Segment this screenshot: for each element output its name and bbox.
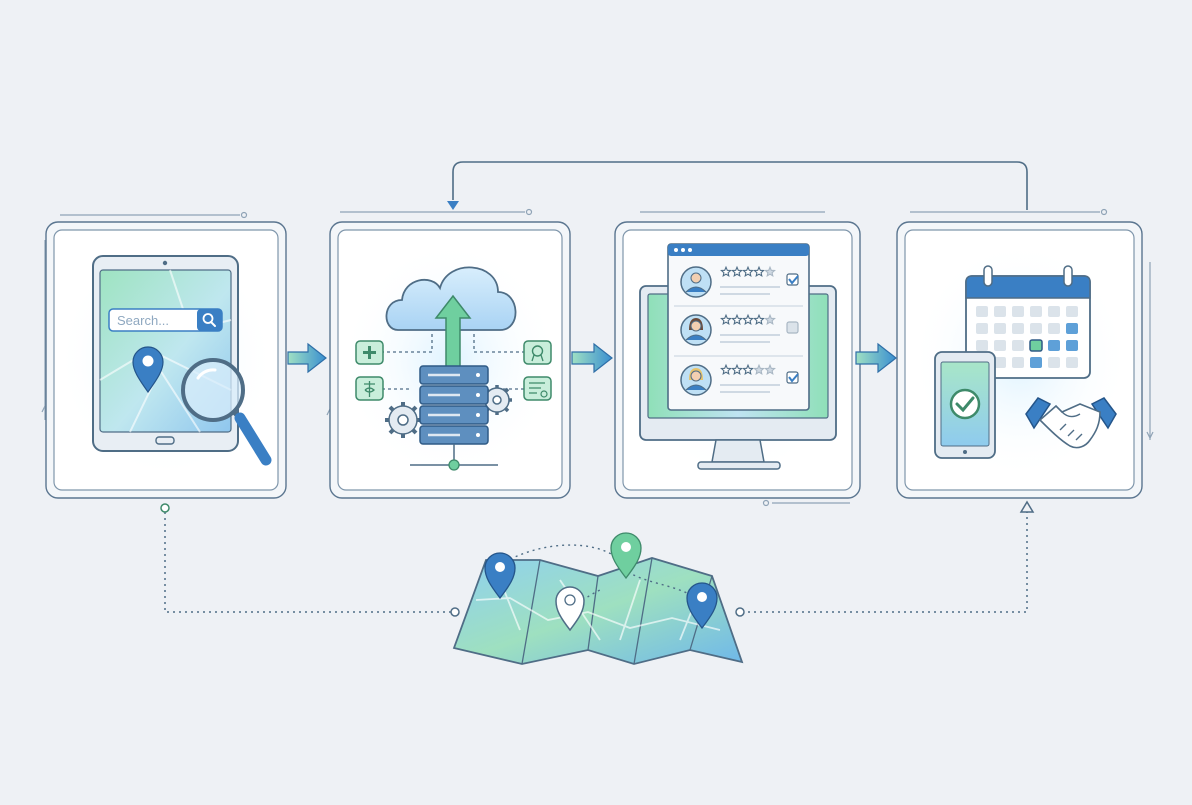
location-pin-icon: [132, 346, 164, 394]
tablet-search-icon: Search...: [92, 255, 272, 466]
calendar-day: [1048, 340, 1060, 351]
calendar-day: [1012, 323, 1024, 334]
star-filled-icon: [720, 265, 732, 278]
handshake-icon: [1025, 397, 1117, 449]
calendar-day: [1066, 306, 1078, 317]
folded-map-icon: [452, 532, 744, 665]
star-filled-icon: [731, 313, 743, 326]
arrow-right-icon: [855, 342, 897, 374]
search-bar[interactable]: Search...: [108, 308, 223, 332]
star-filled-icon: [742, 313, 754, 326]
star-empty-icon: [764, 313, 776, 326]
review-checkbox[interactable]: [786, 273, 799, 286]
calendar-day: [1048, 357, 1060, 368]
star-filled-icon: [742, 363, 754, 376]
calendar-day: [1030, 306, 1042, 317]
calendar-day: [1066, 357, 1078, 368]
badge-icon: [523, 340, 552, 365]
location-pin-icon: [555, 586, 585, 632]
arrow-right-icon: [571, 342, 613, 374]
calendar-day: [976, 340, 988, 351]
calendar-day: [994, 357, 1006, 368]
certificate-icon: [523, 376, 552, 401]
star-filled-icon: [753, 313, 765, 326]
calendar-handshake-icon: [934, 265, 1117, 459]
location-pin-icon: [610, 532, 642, 580]
arrow-right-icon: [287, 342, 327, 374]
calendar-day: [976, 323, 988, 334]
connector-dot: [735, 607, 745, 617]
star-filled-icon: [731, 265, 743, 278]
upload-arrow-icon: [434, 294, 472, 369]
location-pin-icon: [686, 582, 718, 630]
check-icon: [788, 373, 799, 383]
calendar-day: [994, 323, 1006, 334]
calendar-day: [1048, 323, 1060, 334]
gear-icon: [385, 402, 421, 438]
star-filled-icon: [753, 265, 765, 278]
calendar-day: [1012, 357, 1024, 368]
calendar-day: [1066, 323, 1078, 334]
rating-stars: [720, 313, 776, 326]
check-icon: [788, 275, 799, 285]
review-checkbox[interactable]: [786, 371, 799, 384]
calendar-day: [1048, 306, 1060, 317]
star-empty-icon: [764, 363, 776, 376]
calendar-icon: [965, 265, 1091, 379]
calendar-day: [1029, 339, 1043, 352]
calendar-day: [1066, 340, 1078, 351]
review-checkbox[interactable]: [786, 321, 799, 334]
star-filled-icon: [731, 363, 743, 376]
star-empty-icon: [753, 363, 765, 376]
search-icon[interactable]: [202, 313, 214, 324]
review-item: [680, 313, 799, 346]
monitor-review-icon: [639, 243, 837, 470]
medical-cross-icon: [355, 340, 384, 365]
server-icon: [410, 365, 498, 471]
calendar-day: [1012, 306, 1024, 317]
review-item: [680, 363, 799, 396]
calendar-day: [1030, 323, 1042, 334]
rating-stars: [720, 265, 776, 278]
calendar-day: [976, 306, 988, 317]
rating-stars: [720, 363, 776, 376]
location-pin-icon: [484, 552, 516, 600]
up-arrow-icon: [1019, 500, 1035, 513]
magnifier-icon: [181, 358, 272, 466]
check-circle-icon: [949, 388, 981, 420]
review-item: [680, 265, 799, 298]
cloud-server-icon: [355, 266, 552, 471]
calendar-day: [994, 340, 1006, 351]
star-filled-icon: [720, 313, 732, 326]
star-filled-icon: [742, 265, 754, 278]
feedback-loop-connector: [447, 161, 1028, 210]
calendar-day: [1030, 357, 1042, 368]
star-empty-icon: [764, 265, 776, 278]
star-filled-icon: [720, 363, 732, 376]
calendar-day: [994, 306, 1006, 317]
phone-icon: [934, 351, 996, 459]
connector-dot: [450, 607, 460, 617]
search-placeholder: Search...: [117, 313, 169, 328]
caduceus-icon: [355, 376, 384, 401]
connector-dot: [160, 503, 170, 513]
calendar-day: [1012, 340, 1024, 351]
